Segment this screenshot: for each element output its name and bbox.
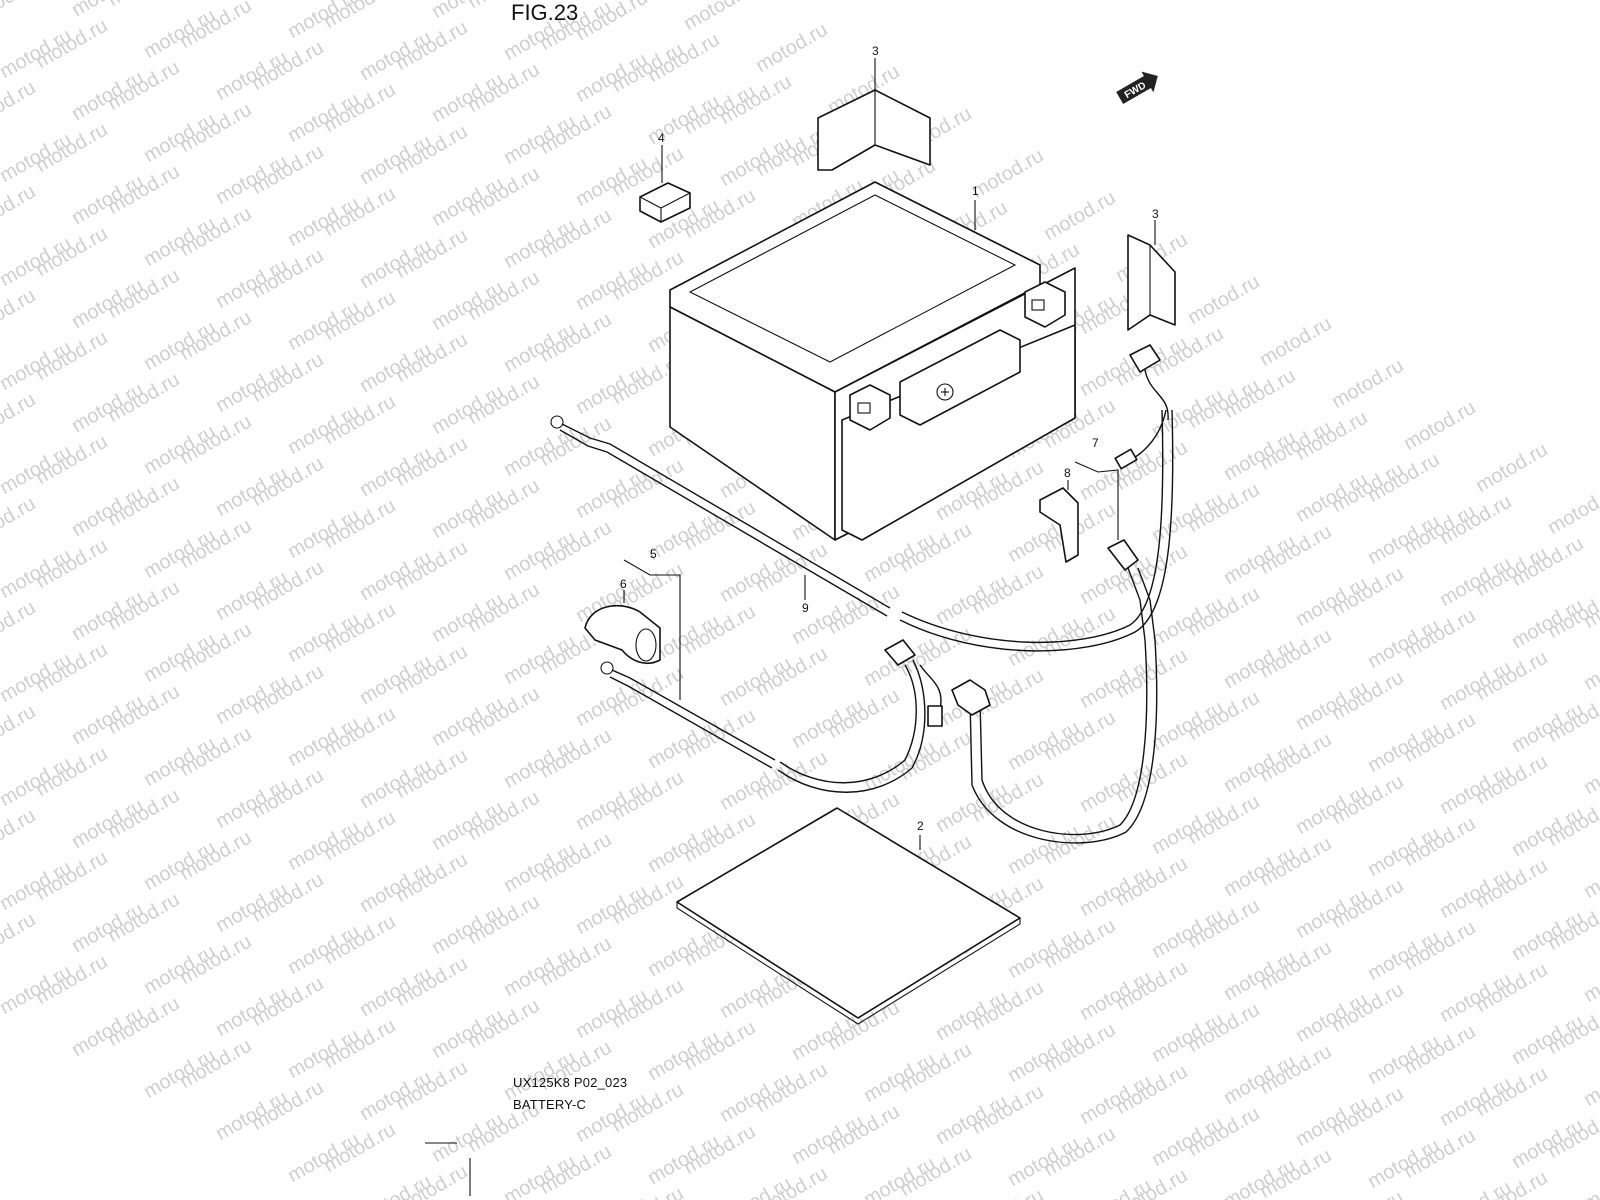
model-code: UX125K8 P02_023 xyxy=(513,1075,628,1090)
callout-7: 7 xyxy=(1092,436,1099,450)
fwd-label: FWD xyxy=(1123,80,1148,101)
figure-title: FIG.23 xyxy=(511,0,579,25)
section-name: BATTERY-C xyxy=(513,1097,587,1112)
cable-group-right xyxy=(951,461,1158,844)
callout-1: 1 xyxy=(972,184,979,198)
callout-9: 9 xyxy=(802,601,809,615)
callout-2: 2 xyxy=(917,819,924,833)
callout-6: 6 xyxy=(620,577,627,591)
battery xyxy=(669,181,1076,541)
terminal-cover-right xyxy=(1127,220,1176,331)
rubber-boot xyxy=(584,559,681,700)
battery-pad xyxy=(676,807,1021,1025)
callout-4: 4 xyxy=(658,131,665,145)
small-block xyxy=(639,145,691,223)
callout-5: 5 xyxy=(650,547,657,561)
terminal-cap xyxy=(1039,480,1079,563)
callout-3-right: 3 xyxy=(1152,207,1159,221)
callout-8: 8 xyxy=(1064,466,1071,480)
long-cable xyxy=(550,344,1174,652)
fwd-direction-badge: FWD xyxy=(1116,71,1158,105)
cable-group xyxy=(600,639,943,793)
callout-3-top: 3 xyxy=(872,44,879,58)
terminal-cover-top xyxy=(817,58,931,171)
